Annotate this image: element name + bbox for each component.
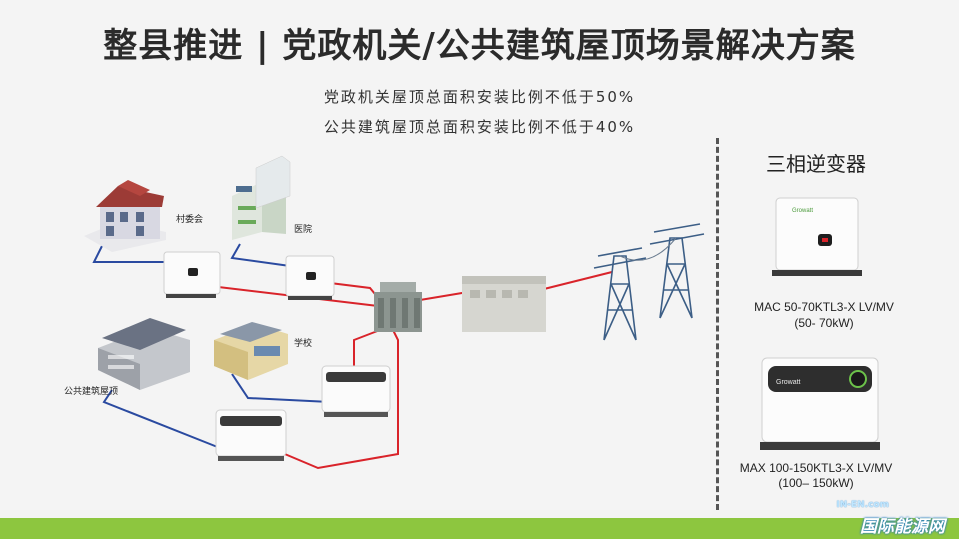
brand-watermark: 国际能源网	[860, 517, 945, 537]
growatt-logo-max: Growatt	[776, 379, 801, 386]
right-title: 三相逆变器	[766, 152, 866, 176]
brand-domain: IN-EN.com	[836, 500, 889, 510]
model-mac-name: MAC 50-70KTL3-X LV/MV	[754, 300, 894, 314]
page-title: 整县推进 | 党政机关/公共建筑屋顶场景解决方案	[103, 26, 856, 66]
village-house-icon	[84, 180, 166, 252]
inverter-large-a-icon	[321, 365, 391, 417]
inverter-mac-product-icon	[772, 197, 862, 276]
subtitle-gov: 党政机关屋顶总面积安装比例不低于50%	[323, 88, 636, 106]
growatt-logo-mac: Growatt	[792, 208, 813, 214]
switchgear-cabinet-icon	[462, 276, 546, 332]
subtitle-public: 公共建筑屋顶总面积安装比例不低于40%	[323, 118, 636, 136]
label-hospital: 医院	[294, 225, 313, 235]
school-building-icon	[214, 322, 288, 380]
model-max-range: (100– 150kW)	[778, 476, 854, 490]
model-mac-range: (50- 70kW)	[794, 316, 854, 330]
section-divider	[716, 138, 719, 510]
label-public-roof: 公共建筑屋顶	[64, 387, 119, 397]
dc-wiring	[92, 243, 331, 449]
inverter-hospital-icon	[285, 255, 335, 300]
transformer-icon	[374, 282, 422, 332]
footer-bar	[0, 518, 959, 539]
inverter-large-b-icon	[215, 409, 287, 461]
label-village: 村委会	[176, 215, 204, 225]
public-building-icon	[98, 318, 190, 390]
inverter-max-product-icon	[760, 357, 880, 450]
hospital-building-icon	[232, 155, 291, 240]
label-school: 学校	[294, 339, 313, 349]
model-max-name: MAX 100-150KTL3-X LV/MV	[739, 461, 893, 475]
grid-tower-icon	[593, 223, 705, 341]
inverter-village-icon	[163, 251, 221, 298]
